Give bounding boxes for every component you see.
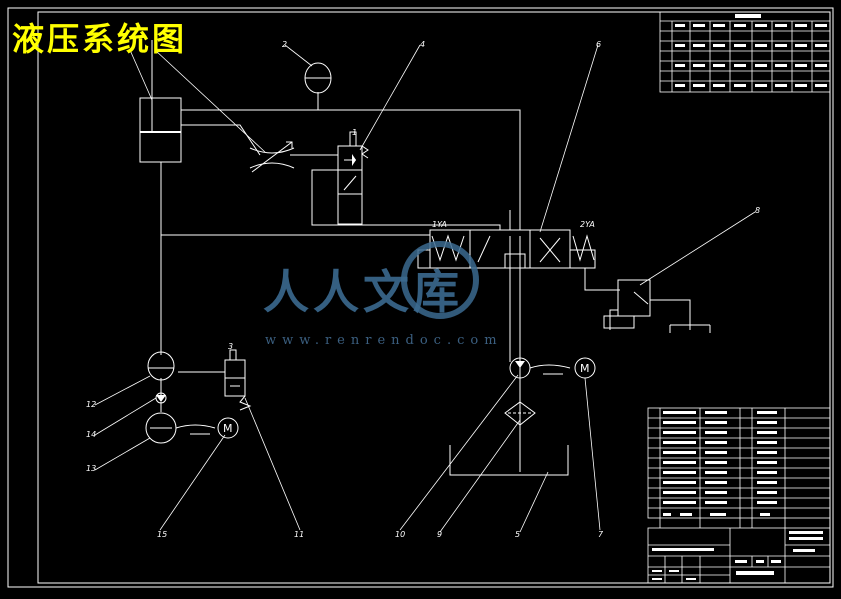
relief-valve xyxy=(603,279,711,333)
accumulator-left xyxy=(147,351,175,381)
callout-label: 7 xyxy=(598,530,604,539)
hydraulic-cylinder xyxy=(139,40,182,163)
filter xyxy=(504,401,536,426)
solenoid-valve-1 xyxy=(337,131,369,225)
callout-label: 10 xyxy=(395,530,406,539)
revision-table xyxy=(659,11,831,93)
solenoid-label-left: 1YA xyxy=(432,220,447,229)
callout-label: 3 xyxy=(228,342,234,351)
callout-label: 8 xyxy=(755,206,761,215)
callout-label: 6 xyxy=(596,40,602,49)
callout-label: 14 xyxy=(86,430,97,439)
accumulator-top xyxy=(304,62,332,94)
parts-list-table xyxy=(647,407,831,528)
page-title: 液压系统图 xyxy=(12,20,188,58)
callout-label: 1 xyxy=(352,128,358,137)
throttle-valve xyxy=(249,141,295,173)
watermark-url: www.renrendoc.com xyxy=(265,333,503,348)
callout-label: 13 xyxy=(86,464,97,473)
callout-label: 12 xyxy=(86,400,97,409)
svg-text:M: M xyxy=(223,422,233,435)
oil-tank xyxy=(449,445,569,476)
inner-border xyxy=(37,11,831,584)
aux-valve-11 xyxy=(224,349,252,411)
callout-label: 11 xyxy=(294,530,305,539)
watermark-logo xyxy=(401,241,479,319)
callout-label: 9 xyxy=(437,530,443,539)
svg-text:M: M xyxy=(580,362,590,375)
pipe-lines xyxy=(160,92,691,472)
directional-valve xyxy=(417,210,596,269)
callout-label: 5 xyxy=(515,530,521,539)
outer-border xyxy=(7,7,834,588)
callout-label: 4 xyxy=(420,40,426,49)
title-block xyxy=(647,527,831,584)
callout-label: 2 xyxy=(282,40,288,49)
callout-label: 15 xyxy=(157,530,168,539)
aux-pump: M xyxy=(145,412,239,444)
solenoid-label-right: 2YA xyxy=(580,220,595,229)
watermark-brand: 人人文库 xyxy=(263,265,463,319)
leader-lines xyxy=(94,44,756,533)
